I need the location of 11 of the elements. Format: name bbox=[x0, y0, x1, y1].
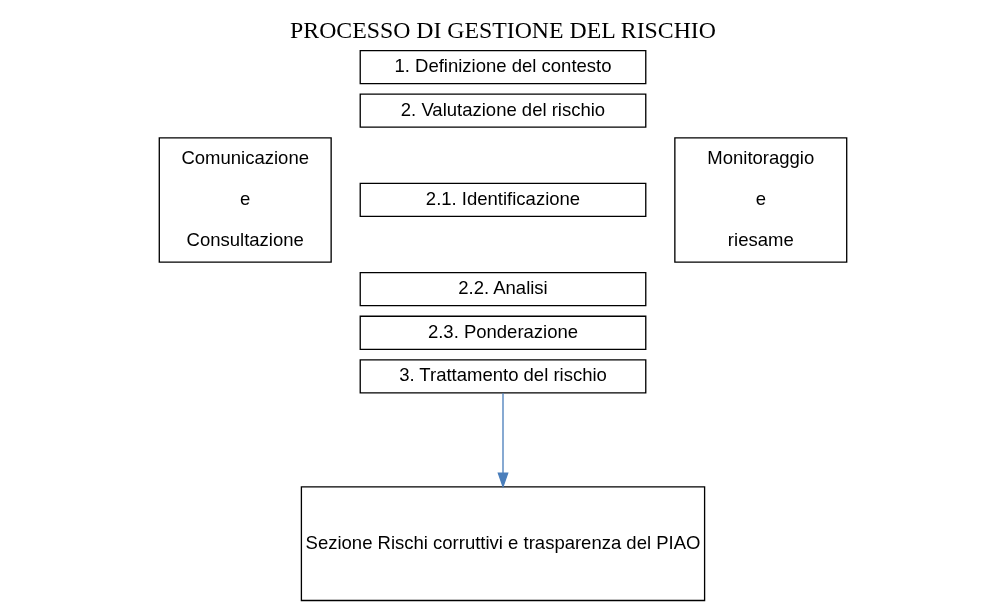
node-box: Comunicazione e Consultazione bbox=[158, 137, 332, 263]
node-box: 2.3. Ponderazione bbox=[359, 315, 646, 350]
node-box: 2.1. Identificazione bbox=[359, 182, 646, 218]
node-box: Monitoraggio e riesame bbox=[673, 137, 847, 263]
node-box: Sezione Rischi corruttivi e trasparenza del PIAO bbox=[300, 486, 705, 602]
node-box: 1. Definizione del contesto bbox=[359, 49, 646, 85]
diagram-title: PROCESSO DI GESTIONE DEL RISCHIO bbox=[289, 16, 716, 43]
node-box: 2.2. Analisi bbox=[359, 271, 646, 307]
node-box: 2. Valutazione del rischio bbox=[359, 93, 646, 128]
arrow bbox=[496, 392, 509, 489]
node-box: 3. Trattamento del rischio bbox=[359, 359, 646, 394]
